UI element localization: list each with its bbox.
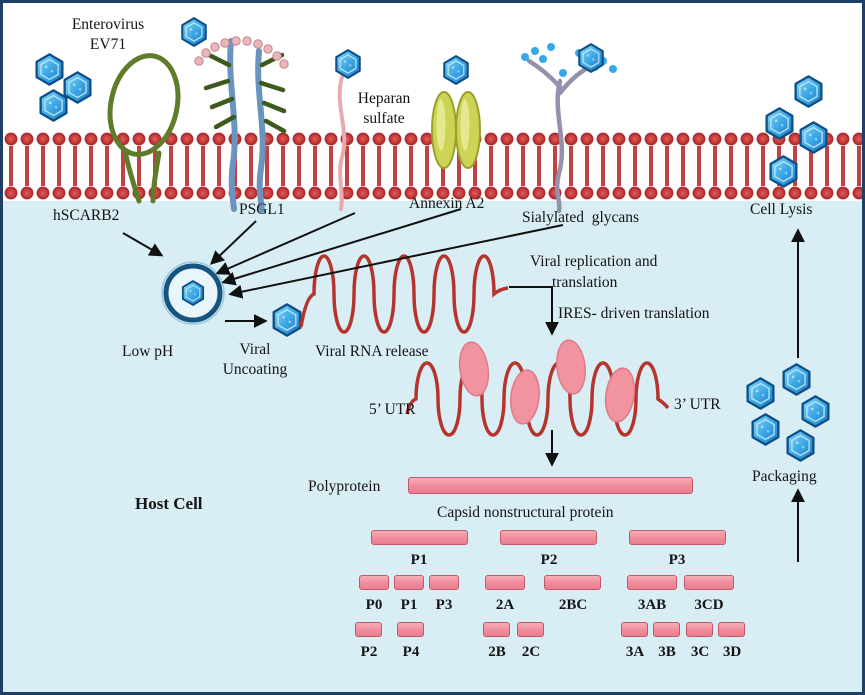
- label-3ab: 3AB: [637, 597, 667, 613]
- p1b-label: P1: [400, 597, 418, 613]
- cell-membrane: [3, 131, 862, 201]
- bar-3b: [653, 622, 680, 637]
- virus-icon: [335, 49, 361, 79]
- virus-icon: [794, 75, 823, 108]
- virus-icon: [181, 17, 207, 47]
- label-3b: 3B: [658, 644, 676, 660]
- virus-icon: [578, 43, 604, 73]
- cell-lysis-label: Cell Lysis: [750, 201, 813, 218]
- packaging-label: Packaging: [752, 468, 817, 485]
- bar-2bc: [544, 575, 601, 590]
- virus-icon: [63, 71, 92, 104]
- label-3d: 3D: [722, 644, 742, 660]
- capsid-label: Capsid nonstructural protein: [437, 504, 614, 521]
- p0-bar: [359, 575, 389, 590]
- p1b-bar: [394, 575, 424, 590]
- viral-uncoating-line1: Viral: [239, 341, 271, 358]
- virus-icon: [443, 55, 469, 85]
- utr3-label: 3’ UTR: [674, 396, 721, 413]
- bar-3ab: [627, 575, 677, 590]
- p1-bar: [371, 530, 468, 545]
- psgl1-bead-chain: [194, 36, 289, 69]
- virus-cluster-top-left: [35, 53, 92, 122]
- bar-2c: [517, 622, 544, 637]
- label-2a: 2A: [495, 597, 515, 613]
- replication-label-line1: Viral replication and: [530, 253, 658, 270]
- p3-label: P3: [668, 552, 686, 568]
- label-2bc: 2BC: [558, 597, 588, 613]
- p3b-label: P3: [435, 597, 453, 613]
- psgl1-label: PSGL1: [239, 201, 285, 218]
- low-ph-label: Low pH: [122, 343, 174, 360]
- p3-bar: [629, 530, 726, 545]
- bar-3d: [718, 622, 745, 637]
- heparan-label: Heparan sulfate: [357, 90, 411, 128]
- replication-label-line2: translation: [552, 274, 618, 291]
- label-p2s: P2: [360, 644, 378, 660]
- host-cell-region: [3, 196, 862, 692]
- hscarb2-label: hSCARB2: [53, 207, 120, 224]
- bar-3c: [686, 622, 713, 637]
- utr5-label: 5’ UTR: [369, 401, 416, 418]
- viral-uncoating-label: Viral Uncoating: [211, 340, 299, 380]
- p2-label: P2: [540, 552, 558, 568]
- p1-label: P1: [410, 552, 428, 568]
- annexin-label: Annexin A2: [409, 195, 485, 212]
- rna-release-label: Viral RNA release: [315, 343, 429, 360]
- virus-icon: [39, 89, 68, 122]
- virus-icon: [35, 53, 64, 86]
- polyprotein-bar: [408, 477, 693, 494]
- bar-2b: [483, 622, 510, 637]
- label-p4: P4: [402, 644, 420, 660]
- p2-bar: [500, 530, 597, 545]
- enterovirus-line1: Enterovirus: [71, 16, 145, 33]
- label-3c: 3C: [690, 644, 710, 660]
- p0-label: P0: [365, 597, 383, 613]
- sialylated-label: Sialylated glycans: [522, 209, 640, 226]
- enterovirus-label: Enterovirus EV71: [43, 15, 173, 55]
- enterovirus-line2: EV71: [89, 36, 127, 54]
- viral-uncoating-line2: Uncoating: [222, 361, 288, 379]
- host-cell-label: Host Cell: [135, 494, 203, 513]
- bar-p2s: [355, 622, 382, 637]
- ires-label: IRES- driven translation: [558, 305, 710, 322]
- p3b-bar: [429, 575, 459, 590]
- bar-3cd: [684, 575, 734, 590]
- label-2c: 2C: [521, 644, 541, 660]
- label-3a: 3A: [625, 644, 645, 660]
- label-2b: 2B: [488, 644, 506, 660]
- polyprotein-label: Polyprotein: [308, 478, 381, 495]
- bar-p4: [397, 622, 424, 637]
- label-3cd: 3CD: [694, 597, 724, 613]
- bar-2a: [485, 575, 525, 590]
- bar-3a: [621, 622, 648, 637]
